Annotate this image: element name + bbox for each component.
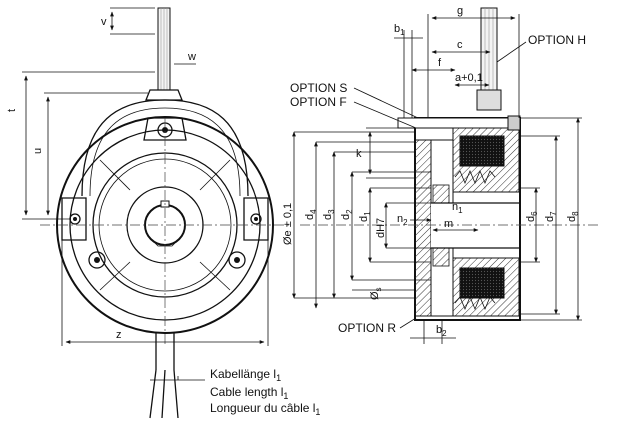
option-r-label: OPTION R	[338, 321, 396, 335]
dim-u: u	[32, 148, 44, 154]
dim-t: t	[6, 109, 18, 112]
dim-w: w	[187, 51, 196, 63]
dim-a: a+0,1	[455, 72, 483, 84]
armature-section	[414, 139, 432, 317]
svg-text:b2: b2	[436, 324, 447, 338]
dim-n1: n	[452, 201, 458, 213]
svg-text:d3: d3	[322, 209, 336, 220]
right-lug-hole	[250, 213, 262, 225]
option-s-label: OPTION S	[290, 81, 347, 95]
cable-length-en: Cable length l	[210, 385, 283, 399]
svg-text:d8: d8	[566, 211, 580, 222]
svg-text:d1: d1	[358, 211, 372, 222]
dim-z: z	[116, 329, 122, 341]
outer-housing	[56, 116, 274, 334]
option-h-label: OPTION H	[528, 33, 586, 47]
svg-text:d6: d6	[525, 211, 539, 222]
svg-text:Øs: Øs	[369, 287, 383, 300]
svg-text:n2: n2	[397, 213, 408, 227]
dim-c: c	[457, 39, 463, 51]
dim-e: Øe ± 0,1	[282, 203, 294, 245]
dim-d3: d	[322, 214, 334, 220]
option-f-label: OPTION F	[290, 95, 347, 109]
dim-k: k	[356, 148, 362, 160]
svg-text:n1: n1	[452, 201, 463, 215]
svg-text:d7: d7	[544, 211, 558, 222]
dim-d7: d	[544, 216, 556, 222]
spring-top	[454, 169, 496, 185]
option-s-screw	[397, 117, 519, 129]
dim-f: f	[438, 57, 442, 69]
option-h-conduit	[476, 7, 502, 111]
armature-plate	[92, 152, 238, 298]
top-tab	[143, 117, 187, 141]
coil-bottom	[459, 267, 505, 299]
dim-b1: b	[394, 23, 400, 35]
svg-text:d4: d4	[304, 209, 318, 220]
svg-text:Longueur du câble l1: Longueur du câble l1	[210, 401, 320, 417]
left-screw	[88, 251, 106, 269]
dim-s: Ø	[369, 291, 381, 300]
dim-d1: d	[358, 216, 370, 222]
cable-length-caption: Kabellänge l1 Cable length l1 Longueur d…	[210, 367, 320, 417]
dim-b2: b	[436, 324, 442, 336]
dim-g: g	[457, 5, 463, 17]
cable-conduit	[145, 7, 183, 101]
dim-v: v	[101, 16, 107, 28]
cable-length-fr: Longueur du câble l	[210, 401, 315, 415]
svg-text:b1: b1	[394, 23, 405, 37]
cable-length-de: Kabellänge l	[210, 367, 276, 381]
dim-n2: n	[397, 213, 403, 225]
dim-d8: d	[566, 216, 578, 222]
dim-d2: d	[340, 214, 352, 220]
left-lug	[61, 197, 87, 241]
dim-m: m	[444, 218, 453, 230]
coil-top	[459, 135, 505, 167]
svg-text:Kabellänge l1: Kabellänge l1	[210, 367, 281, 383]
spring-bottom	[454, 295, 496, 311]
dim-d4: d	[304, 214, 316, 220]
dim-d6: d	[525, 216, 537, 222]
dim-dh7: dH7	[375, 218, 387, 238]
right-screw	[228, 251, 246, 269]
section-view: g b1 c f a+0,1 OPTION H OPTION S OPTION …	[282, 5, 600, 344]
front-view: v w t u z Kabellänge l1 Cable length l1 …	[6, 7, 320, 419]
svg-text:d2: d2	[340, 209, 354, 220]
svg-text:Cable length l1: Cable length l1	[210, 385, 288, 401]
